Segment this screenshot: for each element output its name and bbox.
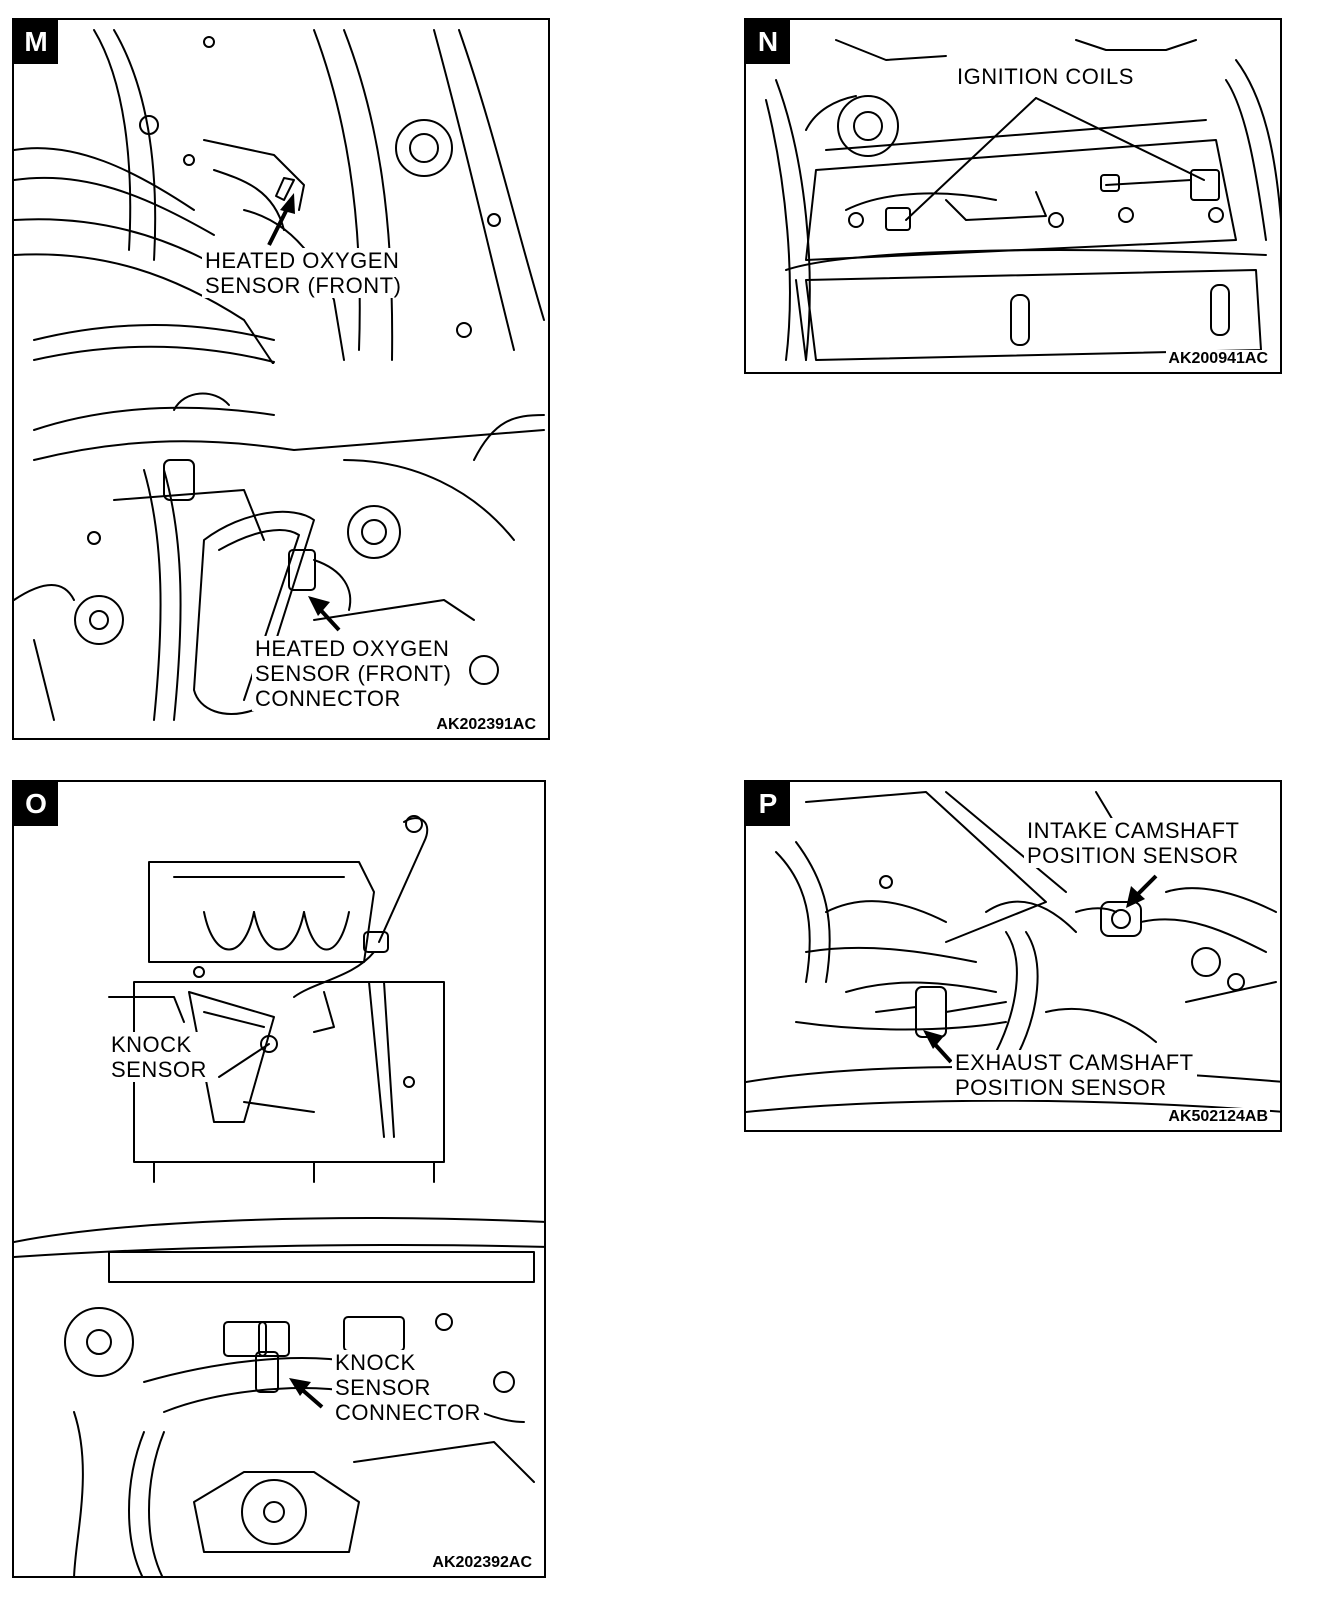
callout-line: CONNECTOR — [255, 686, 401, 711]
callout-line: HEATED OXYGEN — [205, 248, 400, 273]
callout-line: EXHAUST CAMSHAFT — [955, 1050, 1194, 1075]
panel-m: M — [12, 18, 550, 740]
figure-code: AK202391AC — [434, 716, 538, 734]
callout-heated-oxygen-sensor-connector: HEATED OXYGEN SENSOR (FRONT) CONNECTOR — [252, 636, 455, 711]
panel-letter-o: O — [14, 782, 58, 826]
callout-exhaust-camshaft-position-sensor: EXHAUST CAMSHAFT POSITION SENSOR — [952, 1050, 1197, 1100]
panel-p: P INTAKE CAMSHAFT POSIT — [744, 780, 1282, 1132]
callout-line: CONNECTOR — [335, 1400, 481, 1425]
callout-knock-sensor-connector: KNOCK SENSOR CONNECTOR — [332, 1350, 484, 1425]
callout-line: SENSOR — [111, 1057, 207, 1082]
callout-line: SENSOR (FRONT) — [205, 273, 402, 298]
engine-illustration-n — [765, 39, 1280, 361]
panel-o-divider — [14, 1186, 544, 1202]
callout-line: KNOCK — [111, 1032, 192, 1057]
panel-letter-p: P — [746, 782, 790, 826]
panel-n: N IGNITION COILS AK200941AC — [744, 18, 1282, 374]
callout-line: POSITION SENSOR — [955, 1075, 1167, 1100]
figure-code: AK200941AC — [1166, 350, 1270, 368]
callout-line: INTAKE CAMSHAFT — [1027, 818, 1240, 843]
panel-letter-m: M — [14, 20, 58, 64]
engine-illustration-m — [14, 29, 545, 721]
callout-intake-camshaft-position-sensor: INTAKE CAMSHAFT POSITION SENSOR — [1024, 818, 1243, 868]
callout-line: HEATED OXYGEN — [255, 636, 450, 661]
callout-line: SENSOR (FRONT) — [255, 661, 452, 686]
figure-code: AK502124AB — [1166, 1108, 1270, 1126]
figure-code: AK202392AC — [430, 1554, 534, 1572]
panel-m-divider — [14, 364, 548, 380]
engine-illustration-o — [14, 815, 544, 1576]
callout-line: POSITION SENSOR — [1027, 843, 1239, 868]
callout-knock-sensor: KNOCK SENSOR — [108, 1032, 210, 1082]
callout-line: SENSOR — [335, 1375, 431, 1400]
callout-ignition-coils: IGNITION COILS — [954, 64, 1137, 89]
panel-letter-n: N — [746, 20, 790, 64]
callout-heated-oxygen-sensor: HEATED OXYGEN SENSOR (FRONT) — [202, 248, 405, 298]
panel-o: O — [12, 780, 546, 1578]
callout-line: KNOCK — [335, 1350, 416, 1375]
